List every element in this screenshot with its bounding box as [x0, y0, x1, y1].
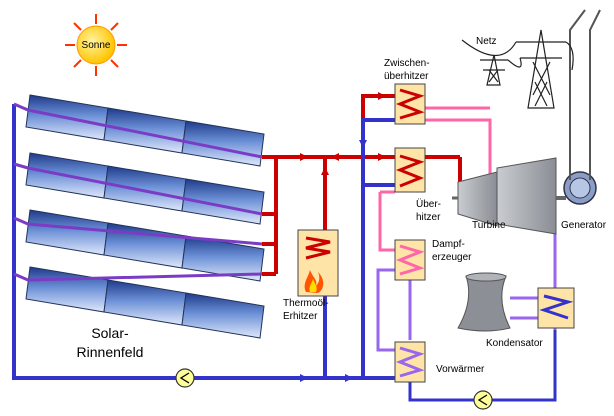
heater-label-line2: Erhitzer — [283, 311, 318, 322]
solar-collector-row-3 — [13, 209, 265, 282]
generator-label: Generator — [561, 220, 607, 231]
flame-icon — [304, 270, 324, 293]
solar-field-label-line2: Rinnenfeld — [77, 344, 144, 360]
condenser-label: Kondensator — [486, 338, 543, 349]
preheater — [394, 341, 426, 383]
reheater-label-line1: Zwischen- — [384, 58, 430, 69]
cooling-tower-icon — [457, 272, 511, 332]
solar-collector-row-1 — [13, 94, 265, 167]
generator — [563, 9, 601, 205]
heater-label-line1: Thermoöl- — [283, 298, 329, 309]
superheater-label-line1: Über- — [416, 198, 441, 210]
condenser-pipes — [510, 296, 540, 320]
condenser — [537, 287, 575, 329]
cold-oil-field-return-pipes — [12, 104, 325, 380]
hot-oil-main-pipes — [361, 94, 395, 159]
steam-generator-label-line2: erzeuger — [432, 252, 472, 263]
grid-label: Netz — [476, 36, 497, 47]
pylon-icon — [461, 29, 574, 109]
superheater — [394, 147, 462, 193]
pump-icon — [175, 368, 195, 388]
cold-oil-main-pipes — [325, 118, 395, 380]
solar-collector-row-2 — [13, 152, 265, 225]
cold-flow-arrows — [300, 140, 367, 382]
steam-generator — [394, 239, 426, 281]
solar-collector-row-4 — [13, 266, 265, 339]
hot-oil-field-outlet-pipes — [262, 155, 363, 276]
superheater-label-line2: hitzer — [416, 212, 441, 223]
steam-generator-label-line1: Dampf- — [432, 239, 465, 250]
steam-pipes — [378, 106, 492, 252]
sun-icon — [65, 14, 127, 76]
turbine-label: Turbine — [472, 220, 506, 231]
sun-label: Sonne — [82, 40, 111, 51]
reheater — [394, 83, 426, 125]
reheater-label-line2: überhitzer — [384, 71, 429, 82]
flow-arrows — [300, 92, 386, 175]
preheater-label: Vorwärmer — [436, 364, 485, 375]
pump-icon — [473, 390, 493, 410]
turbine — [452, 157, 566, 235]
solar-field-label-line1: Solar- — [91, 325, 129, 341]
